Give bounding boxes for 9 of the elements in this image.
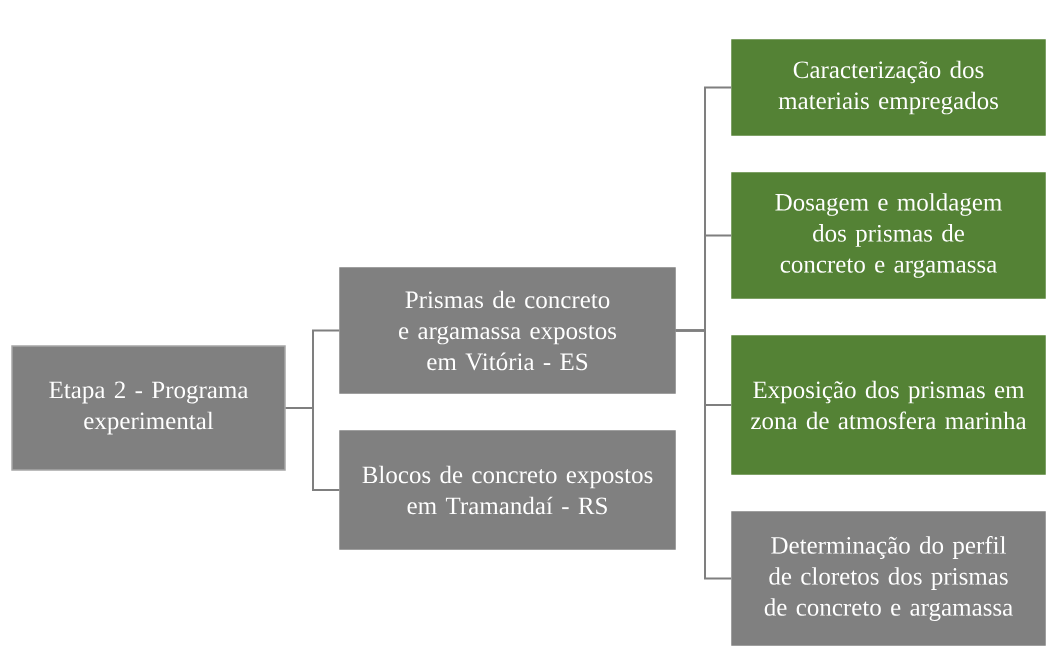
process-box: Blocos de concreto expostos em Tramandaí - RS [339,430,676,550]
process-box: Dosagem e moldagem dos prismas de concreto e argamassa [731,172,1046,299]
process-box: Exposição dos prismas em zona de atmosfera marinha [731,335,1046,475]
connector-line [284,407,341,491]
process-box: Prismas de concreto e argamassa expostos em Vitória - ES [339,267,676,394]
connector-line [674,329,733,580]
process-box: Determinação do perfil de cloretos dos prismas de concreto e argamassa [731,511,1046,646]
process-box: Caracterização dos materiais empregados [731,39,1046,136]
process-box: Etapa 2 - Programa experimental [11,345,286,471]
